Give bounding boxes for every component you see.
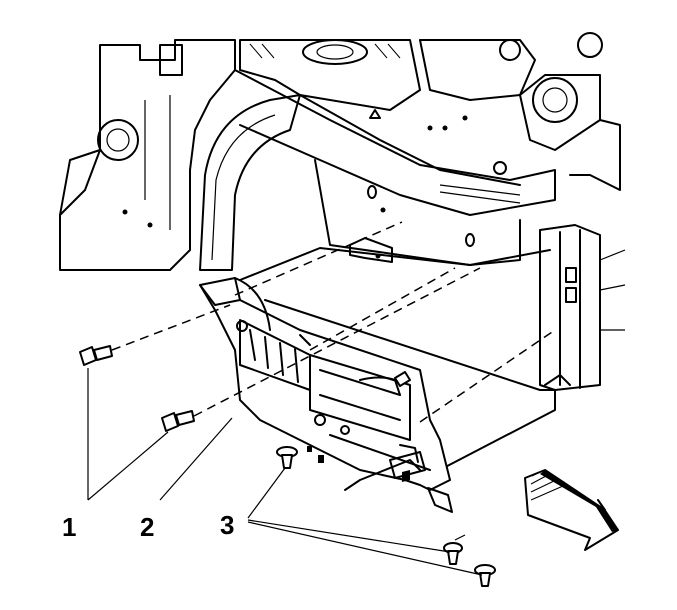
leader-lines	[87, 368, 483, 576]
callout-2: 2	[140, 512, 154, 542]
bolt-3	[79, 345, 113, 366]
push-pin-1-lower-a	[443, 542, 463, 565]
frame-rail-right	[539, 224, 626, 391]
alignment-lines	[111, 221, 556, 423]
body-structure	[59, 32, 621, 271]
fasteners	[79, 345, 496, 587]
bracket-screw	[394, 371, 411, 387]
push-pin-1-lower-b	[474, 564, 496, 587]
callout-3: 1	[62, 512, 76, 542]
callout-1: 3	[220, 510, 234, 540]
lower-tray-outline	[239, 247, 556, 476]
mounting-bracket	[199, 277, 453, 513]
push-pin-1-upper	[276, 446, 298, 469]
bolt-2	[161, 410, 195, 432]
front-direction-arrow-icon	[524, 469, 619, 551]
